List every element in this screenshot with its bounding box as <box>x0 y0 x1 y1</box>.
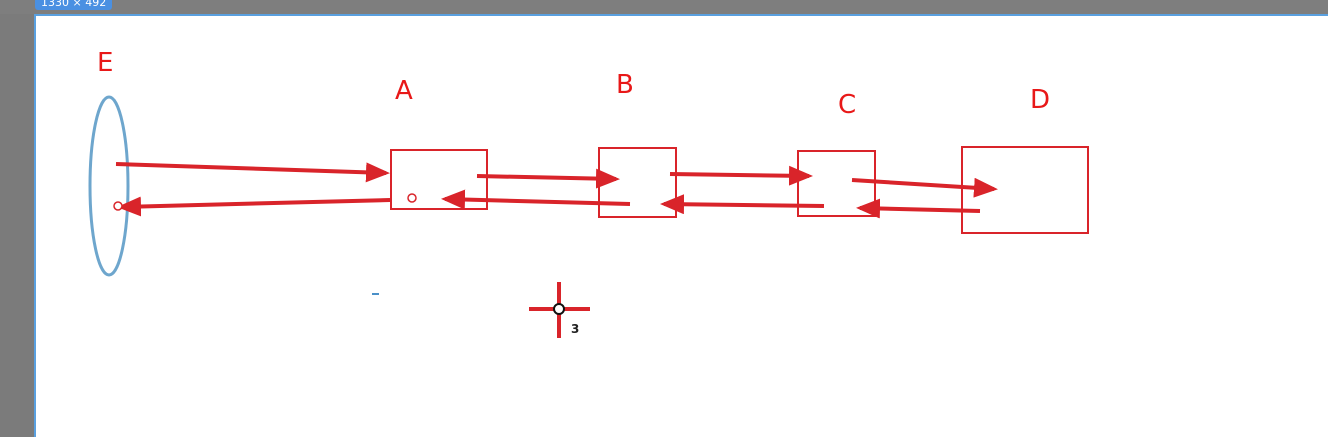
endpoint-handle-e[interactable] <box>113 201 123 211</box>
arrow-d-to-c[interactable] <box>856 198 981 219</box>
label-c: C <box>838 90 856 120</box>
box-d[interactable] <box>961 146 1089 234</box>
label-a: A <box>395 76 413 106</box>
endpoint-handle-a[interactable] <box>407 193 417 203</box>
arrow-a-to-e[interactable] <box>117 196 391 217</box>
ellipse-e[interactable] <box>88 95 130 277</box>
label-e: E <box>97 48 113 78</box>
crosshair-cursor-icon: 3 <box>529 282 590 338</box>
arrow-b-to-c[interactable] <box>669 165 813 186</box>
label-b: B <box>616 70 634 100</box>
arrow-a-to-b[interactable] <box>476 168 620 189</box>
box-a[interactable] <box>390 149 488 210</box>
arrow-e-to-a[interactable] <box>115 162 390 183</box>
label-d: D <box>1030 85 1050 115</box>
box-b[interactable] <box>598 147 677 218</box>
canvas-size-badge: 1330 × 492 <box>35 0 113 10</box>
arrow-c-to-b[interactable] <box>660 194 825 215</box>
cursor-number: 3 <box>571 322 579 336</box>
drawing-canvas[interactable]: E A B C D 3 <box>34 14 1328 437</box>
arrow-c-to-d[interactable] <box>851 177 998 198</box>
arrow-b-to-a[interactable] <box>441 189 631 210</box>
diagram-svg: E A B C D 3 <box>88 48 1089 338</box>
top-strip <box>0 0 1328 14</box>
